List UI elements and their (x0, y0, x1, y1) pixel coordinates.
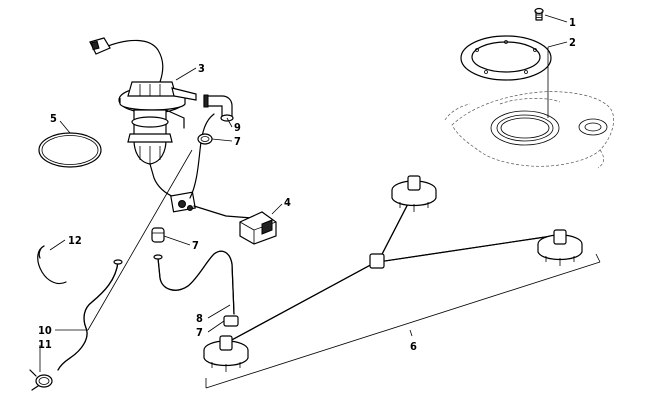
callout-7-upper: 7 (234, 135, 241, 148)
callout-6: 6 (410, 340, 417, 353)
fuel-hose (153, 250, 235, 315)
vent-hose (57, 259, 123, 371)
callout-10: 10 (38, 324, 52, 337)
assembly-bracket-ends (205, 253, 601, 388)
elbow-fitting (203, 94, 234, 122)
callout-11: 11 (38, 338, 52, 351)
spring-clamp (29, 369, 53, 391)
leader-lines (39, 14, 568, 372)
fuel-pickup-assembly (203, 175, 583, 372)
callout-2: 2 (569, 36, 576, 49)
pump-gasket (38, 132, 102, 168)
wiring-connector (239, 211, 277, 245)
callout-9: 9 (234, 121, 241, 134)
hose-clamp-upper (197, 133, 213, 145)
retaining-clip (37, 245, 67, 285)
fuel-tank-outline (444, 91, 614, 169)
callout-7-lower: 7 (196, 326, 203, 339)
hose-clamp-lower (223, 315, 239, 327)
assembly-bracket (205, 261, 601, 389)
callout-3: 3 (198, 62, 205, 75)
hose-clamp-middle (151, 227, 165, 243)
callout-4: 4 (284, 196, 291, 209)
callout-8: 8 (196, 312, 203, 325)
callout-1: 1 (569, 16, 576, 29)
callout-7-middle: 7 (192, 239, 199, 252)
fuel-pump-assembly (89, 37, 253, 219)
callout-5: 5 (50, 112, 57, 125)
callout-12: 12 (68, 234, 82, 247)
bolt (534, 7, 544, 21)
retaining-ring (460, 35, 552, 81)
